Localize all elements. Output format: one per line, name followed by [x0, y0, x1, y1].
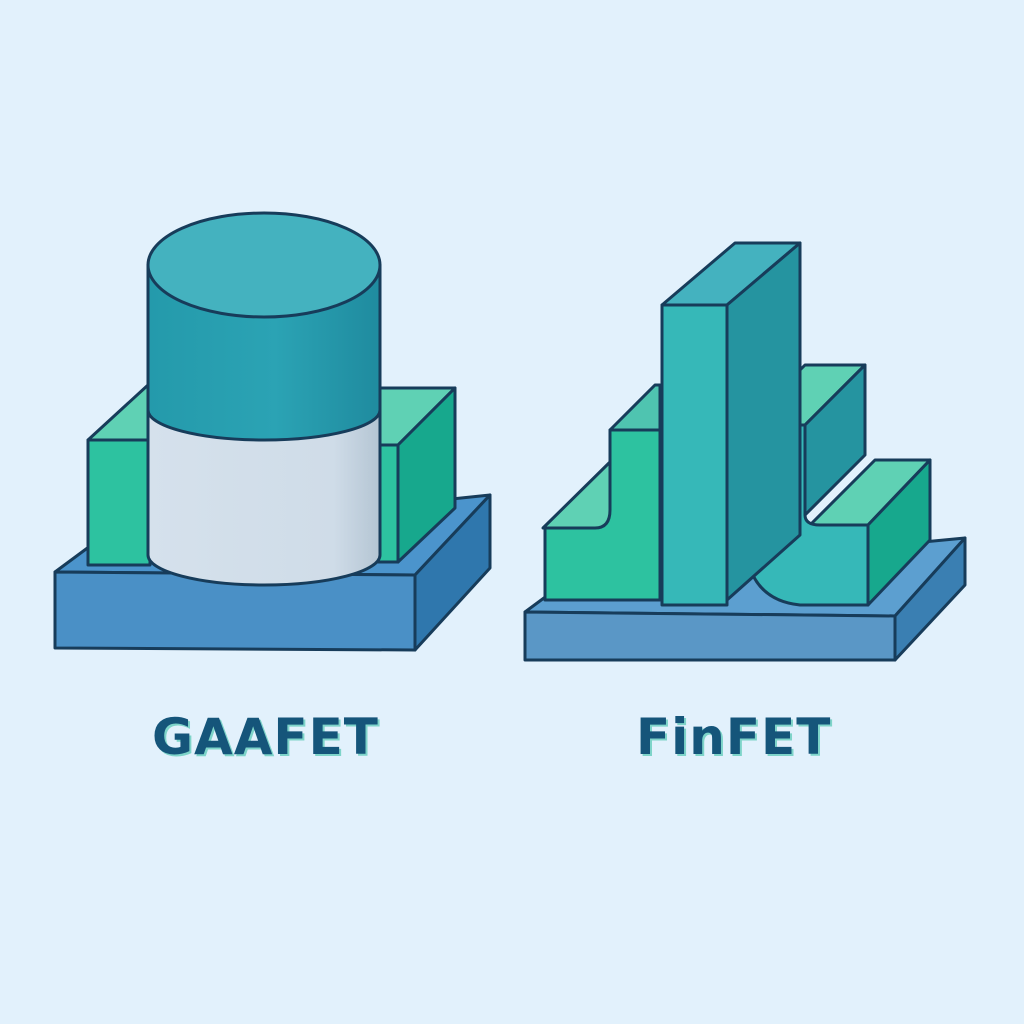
finfet-structure — [523, 241, 967, 662]
finfet-fin — [660, 241, 802, 607]
gaafet-label: GAAFET — [152, 708, 379, 766]
gaafet-gate-cylinder — [146, 211, 382, 442]
gaafet-structure — [53, 211, 492, 652]
gaafet-channel — [146, 398, 382, 587]
finfet-label: FinFET — [636, 708, 832, 766]
finfet-left-step — [541, 383, 662, 602]
